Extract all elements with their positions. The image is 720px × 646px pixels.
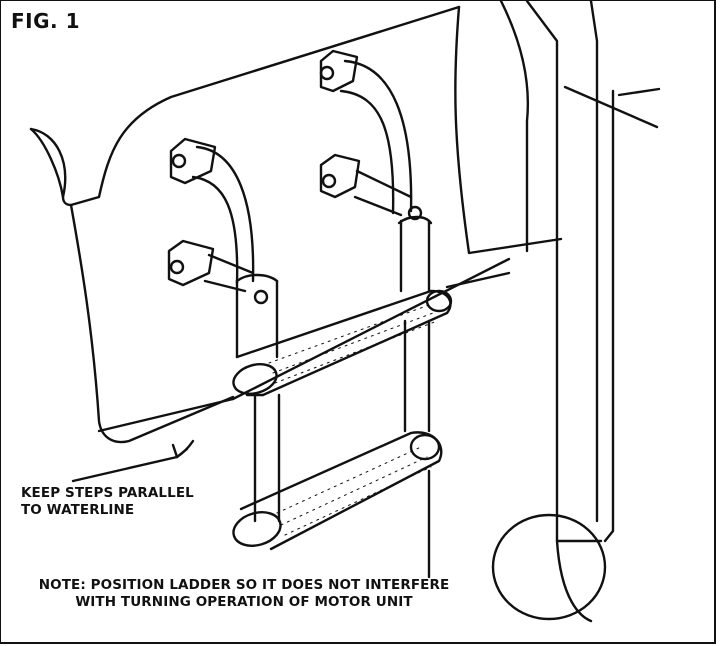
water-surface-2 [445,271,511,289]
left-bolt-lower [169,259,185,275]
keep-steps-line-1: KEEP STEPS PARALLEL [21,485,194,501]
left-tube-cap [235,273,279,283]
hull-outline-left [29,127,65,199]
right-handle-outer [343,59,413,213]
waterline-hull [97,397,235,433]
left-arm-lower-2 [203,279,247,293]
motor-shaft [525,1,603,543]
transom-edge [454,5,563,255]
right-arm-lower [355,169,413,199]
step-texture [268,304,438,536]
lower-step-end [232,511,282,547]
right-pivot [407,205,423,221]
motor-line [563,85,659,129]
left-handle-inner [191,175,239,285]
left-arm-lower [207,253,255,275]
keep-steps-caption: KEEP STEPS PARALLEL TO WATERLINE [21,485,194,519]
upper-step-end [232,363,278,395]
motor-line-2 [617,87,661,97]
lower-step-end-far [409,433,441,461]
rudder-lower [555,539,593,623]
motor-shaft-3 [603,89,615,543]
boat-hull [29,5,461,207]
note-line-1: NOTE: POSITION LADDER SO IT DOES NOT INT… [38,577,450,593]
left-bracket-upper [169,137,217,185]
left-bracket-lower [167,239,215,287]
right-arm-lower-2 [353,195,403,217]
left-bolt-upper [171,153,187,169]
note-line-2: WITH TURNING OPERATION OF MOTOR UNIT [75,594,413,610]
right-bracket-lower [319,153,361,199]
right-bolt-upper [319,65,335,81]
right-bracket-upper [319,49,359,93]
note-caption: NOTE: POSITION LADDER SO IT DOES NOT INT… [9,577,479,611]
arrow-head [171,443,189,459]
upper-step-end-far [425,289,453,313]
motor-bracket [499,1,530,253]
left-pivot [253,289,269,305]
leader-keep-steps [71,455,179,483]
right-tube-cap [397,215,433,225]
keep-steps-line-2: TO WATERLINE [21,502,135,518]
motor-disc [491,513,607,621]
hull-side [69,203,235,444]
right-handle-inner [339,89,395,215]
motor-shaft-2 [589,1,599,523]
figure-label: FIG. 1 [11,9,80,33]
left-handle-outer [195,145,255,283]
right-bolt-lower [321,173,337,189]
upper-step-top [235,289,452,397]
